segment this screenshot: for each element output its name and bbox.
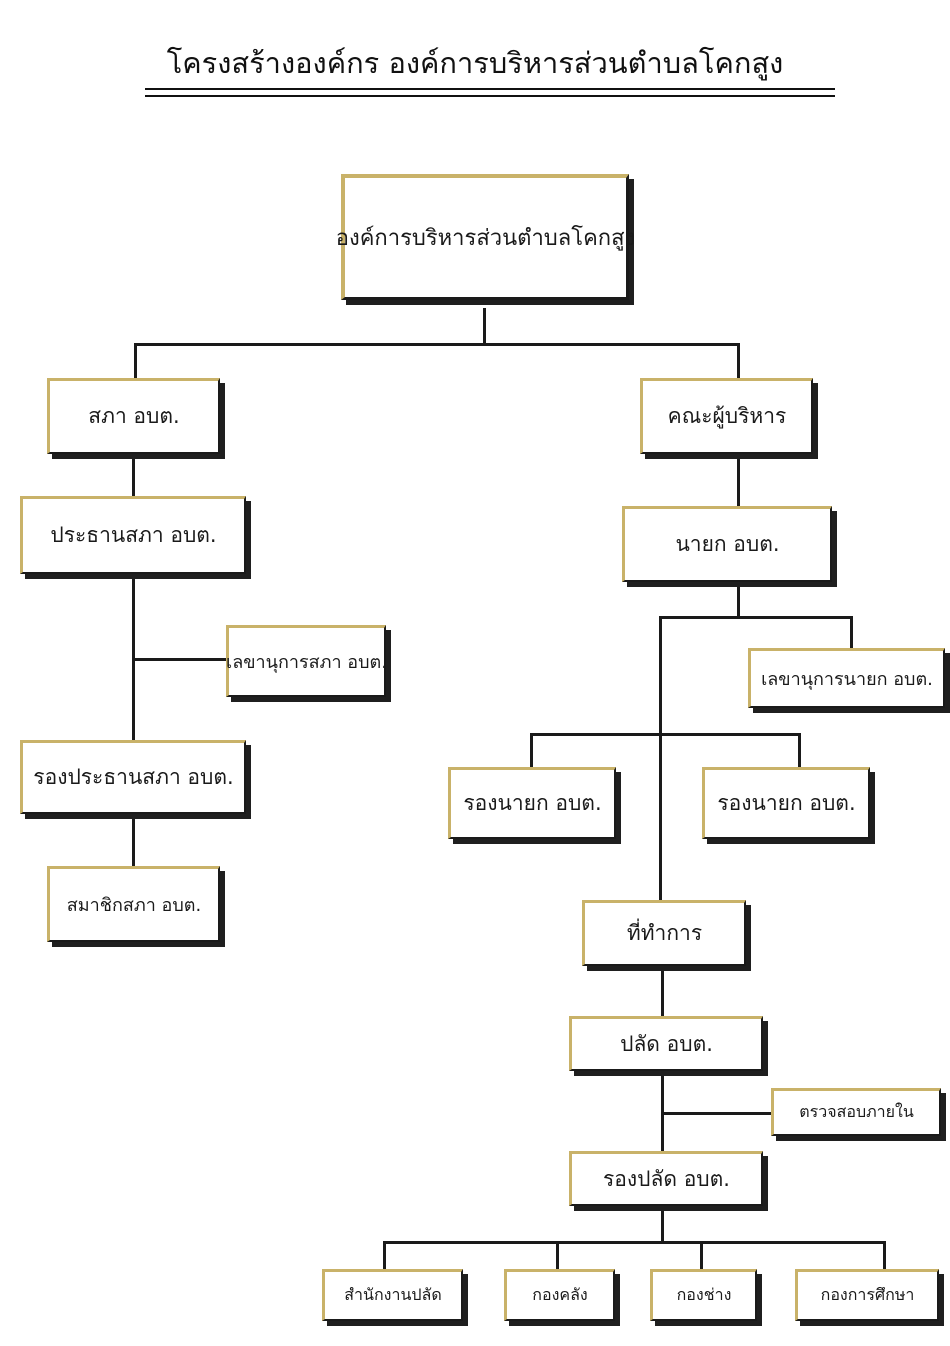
connector: [383, 1241, 886, 1244]
council-secretary-node: เลขานุการสภา อบต.: [226, 625, 387, 697]
deputy-mayor-2-node: รองนายก อบต.: [702, 767, 870, 839]
connector: [132, 456, 135, 498]
deputy-mayor-1-node: รองนายก อบต.: [448, 767, 616, 839]
chief-admin-node: ปลัด อบต.: [569, 1016, 763, 1071]
council-member-node: สมาชิกสภา อบต.: [47, 866, 220, 942]
title-underline-2: [145, 95, 835, 97]
connector: [737, 584, 740, 618]
connector: [659, 616, 853, 619]
dept-education-node: กองการศึกษา: [795, 1269, 939, 1321]
deputy-chief-admin-node: รองปลัด อบต.: [569, 1151, 763, 1206]
connector: [737, 343, 740, 380]
connector: [700, 1241, 703, 1271]
root-node: องค์การบริหารส่วนตำบลโคกสูง: [336, 174, 635, 300]
dept-engineering-node: กองช่าง: [650, 1269, 757, 1321]
council-vice-president-node: รองประธานสภา อบต.: [20, 740, 246, 814]
connector: [737, 456, 740, 508]
mayor-node: นายก อบต.: [622, 506, 832, 582]
connector: [883, 1241, 886, 1271]
connector: [530, 733, 801, 736]
connector: [134, 343, 740, 346]
council-president-node: ประธานสภา อบต.: [20, 496, 246, 574]
connector: [661, 1208, 664, 1244]
connector: [556, 1241, 559, 1271]
connector: [850, 616, 853, 650]
connector: [661, 968, 664, 1018]
dept-office-node: สำนักงานปลัด: [322, 1269, 463, 1321]
connector: [134, 343, 137, 380]
executive-board-node: คณะผู้บริหาร: [640, 378, 813, 454]
title-underline: [145, 88, 835, 90]
connector: [659, 616, 662, 902]
internal-audit-node: ตรวจสอบภายใน: [771, 1088, 941, 1136]
connector: [483, 308, 486, 346]
council-node: สภา อบต.: [47, 378, 220, 454]
connector: [132, 816, 135, 868]
connector: [661, 1112, 773, 1115]
connector: [798, 733, 801, 769]
mayor-secretary-node: เลขานุการนายก อบต.: [748, 648, 945, 708]
connector: [530, 733, 533, 769]
connector: [132, 658, 227, 661]
connector: [383, 1241, 386, 1271]
dept-finance-node: กองคลัง: [504, 1269, 615, 1321]
office-node: ที่ทำการ: [582, 900, 746, 966]
page-title: โครงสร้างองค์กร องค์การบริหารส่วนตำบลโคก…: [166, 46, 784, 80]
